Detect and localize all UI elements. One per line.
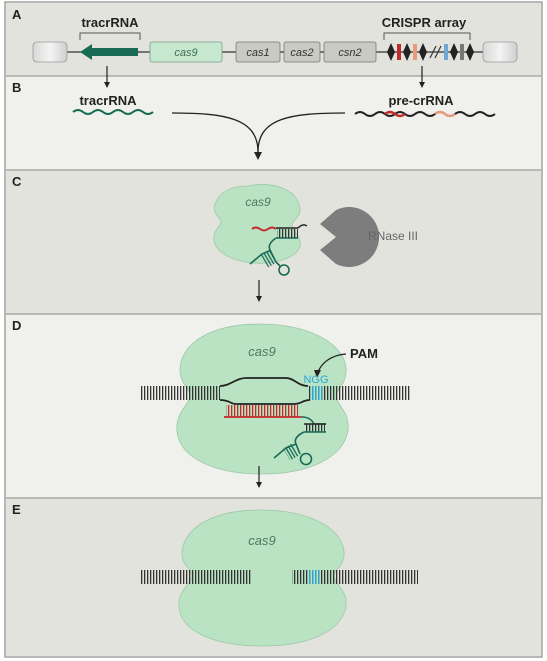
pam-site-e [308,570,320,584]
target-recognition: cas9 PAM NGG [140,323,410,488]
locus-endcap-left [32,41,68,63]
cas9-protein-c [213,184,301,264]
tracrrna-loop-d [299,452,313,466]
tracrrna-gene-label: tracrRNA [81,15,139,30]
cas9-protein-d [176,323,349,475]
repeat-diamond [450,43,458,61]
gene-cas9-box [149,41,223,63]
crispr-array [387,43,474,61]
rnase-iii-label: RNase III [368,229,418,243]
cas9-label-d: cas9 [248,344,275,359]
gene-csn2-box [323,41,377,63]
tracrrna-gene-arrow [80,44,138,60]
repeat-diamond [387,43,395,61]
spacer-red [397,44,401,60]
cas9-label-c: cas9 [245,195,271,209]
gene-cas1-label: cas1 [246,47,269,59]
tracrrna-strand [72,109,154,115]
panel-letter-e: E [12,502,21,517]
cas9-label-e: cas9 [248,533,275,548]
spacer-salmon [413,44,417,60]
panel-letter-a: A [12,7,22,22]
pre-crrna-label: pre-crRNA [388,93,454,108]
spacer-gray [460,44,464,60]
cas9-protein-e [178,509,347,647]
spacer-blue [444,44,448,60]
pam-label: PAM [350,346,378,361]
crrna-hybrid-d [226,405,298,417]
panel-letter-d: D [12,318,21,333]
locus-endcap-right [482,41,518,63]
dna-fragment-right-e [292,570,418,584]
rnase-iii-shape [320,207,380,267]
gene-cas1-box [235,41,281,63]
dna-duplex-right-d [308,386,410,400]
ngg-label: NGG [303,374,328,386]
crrna-c [251,226,277,232]
pre-crrna-strand [354,111,496,117]
tracrrna-tail-c [249,237,277,265]
transcripts: tracrRNA pre-crRNA [72,93,496,160]
gene-csn2-label: csn2 [338,47,361,59]
repeat-diamond [466,43,474,61]
gene-cas9-label: cas9 [174,47,197,59]
panel-letter-b: B [12,80,21,95]
pre-crrna-spacer-salmon [434,110,456,118]
panel-a [6,3,541,76]
dna-fragment-left-e [140,570,252,584]
gene-cas2-box [283,41,321,63]
crispr-locus: tracrRNA cas9 cas1 cas2 csn2 CRISPR arra… [32,15,518,88]
gene-cas2-label: cas2 [290,47,313,59]
repeat-diamond [419,43,427,61]
crispr-array-label: CRISPR array [382,15,467,30]
processing-complex: cas9 RNase III [213,184,418,302]
tracrrna-loop-c [278,264,290,276]
repeat-diamond [403,43,411,61]
pre-crrna-spacer-red [384,110,406,118]
tracrrna-transcript-label: tracrRNA [79,93,137,108]
dna-cleavage: cas9 [140,509,418,647]
pam-site-d [310,386,322,400]
panel-letter-c: C [12,174,22,189]
